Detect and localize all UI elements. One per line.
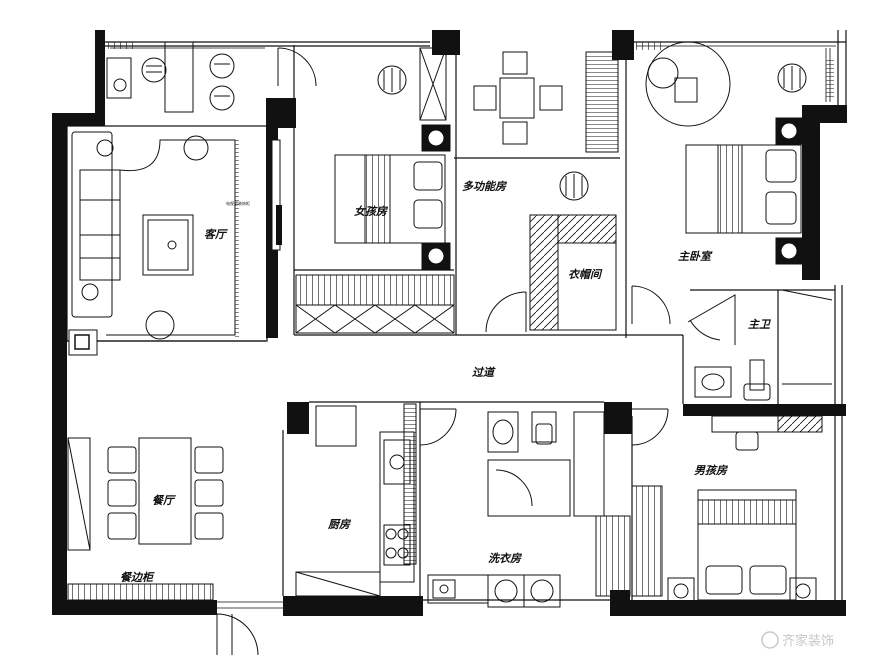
label-girl-room: 女孩房 — [354, 205, 389, 218]
kitchen-fixtures — [295, 403, 457, 597]
label-multi-room: 多功能房 — [462, 180, 508, 193]
master-bedroom-furniture — [631, 41, 807, 325]
label-laundry: 洗衣房 — [488, 552, 523, 565]
label-living: 客厅 — [204, 228, 228, 241]
label-sideboard: 餐边柜 — [120, 571, 155, 584]
girl-room-furniture — [295, 47, 455, 334]
label-master-bedroom: 主卧室 — [678, 250, 713, 263]
balcony-furniture — [106, 41, 317, 113]
laundry-fixtures — [427, 411, 605, 608]
living-furniture — [68, 131, 239, 356]
multi-room-furniture — [473, 51, 619, 333]
master-bath-fixtures — [687, 289, 833, 401]
tv-wall — [271, 139, 282, 251]
dining-furniture — [67, 437, 259, 656]
interior-walls — [66, 30, 847, 601]
planter-rail — [108, 42, 834, 100]
watermark-text: 齐家装饰 — [782, 633, 834, 649]
label-tv-wall: 电视墙装饰柜 — [226, 200, 250, 206]
watermark: 齐家装饰 — [761, 631, 834, 649]
label-boy-room: 男孩房 — [694, 464, 729, 477]
boy-room-furniture — [595, 408, 823, 605]
room-labels: 客厅 女孩房 多功能房 衣帽间 主卧室 主卫 过道 餐厅 厨房 洗衣房 男孩房 … — [120, 180, 771, 584]
label-dining: 餐厅 — [152, 494, 176, 507]
label-kitchen: 厨房 — [327, 518, 352, 531]
label-corridor: 过道 — [472, 366, 496, 379]
label-master-bath: 主卫 — [748, 318, 771, 331]
label-closet: 衣帽间 — [568, 268, 603, 281]
